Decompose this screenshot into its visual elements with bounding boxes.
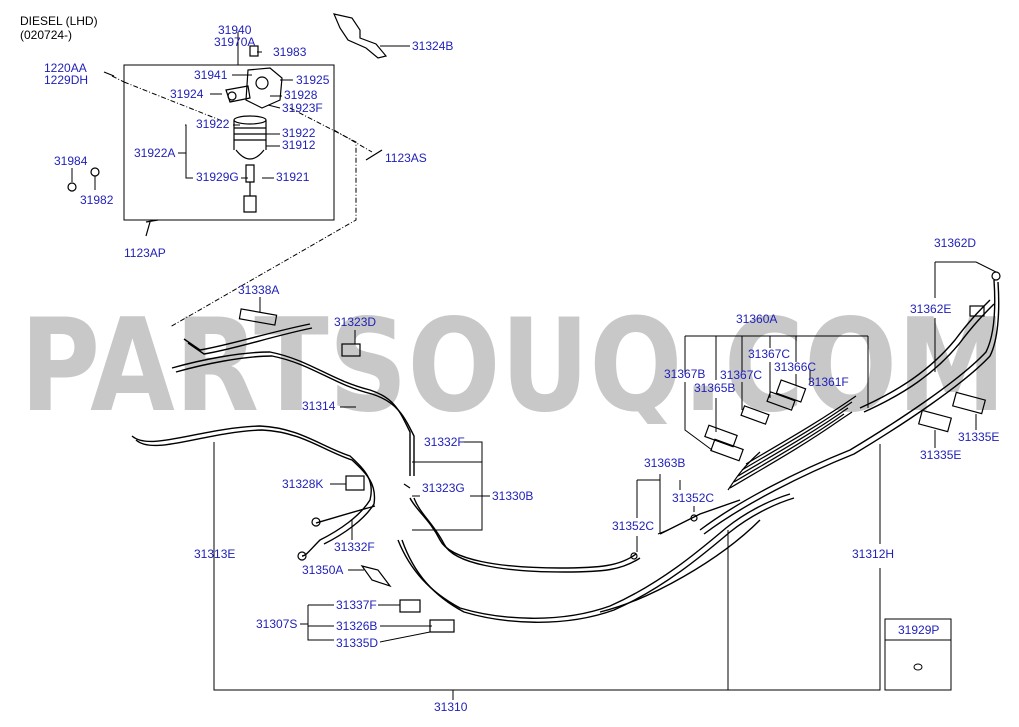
part-label-31332F-upper[interactable]: 31332F [424,435,465,449]
part-label-31982[interactable]: 31982 [80,193,114,207]
diagram-subtitle: (020724-) [20,28,73,42]
part-label-1229DH[interactable]: 1229DH [44,73,89,87]
part-label-31922A[interactable]: 31922A [134,146,176,160]
part-label-31338A[interactable]: 31338A [238,283,280,297]
part-label-31350A[interactable]: 31350A [302,563,344,577]
part-label-31925[interactable]: 31925 [296,73,330,87]
part-label-31324B[interactable]: 31324B [412,39,454,53]
part-label-31367C-upper[interactable]: 31367C [748,347,791,361]
part-label-31940[interactable]: 31940 [218,23,252,37]
part-label-31924[interactable]: 31924 [170,87,204,101]
part-label-1123AS[interactable]: 1123AS [385,151,427,165]
part-label-31361F[interactable]: 31361F [808,375,849,389]
part-label-31922-top[interactable]: 31922 [196,117,230,131]
part-label-31362D[interactable]: 31362D [934,236,977,250]
part-label-31326B[interactable]: 31326B [336,619,378,633]
part-label-31984[interactable]: 31984 [54,154,88,168]
part-label-31941[interactable]: 31941 [194,68,228,82]
diagram-title: DIESEL (LHD) [20,14,98,28]
part-label-31352C-left[interactable]: 31352C [612,519,655,533]
part-label-31312H[interactable]: 31312H [852,547,895,561]
leader-dashed [169,107,357,328]
part-label-31922-right[interactable]: 31922 [282,126,316,140]
part-label-31328K[interactable]: 31328K [282,477,324,491]
part-label-31314[interactable]: 31314 [302,399,336,413]
part-label-31307S[interactable]: 31307S [256,617,298,631]
leader-line [267,104,281,109]
part-label-31335D[interactable]: 31335D [336,636,379,650]
fuel-filter-cartridge-icon [233,115,267,213]
part-label-31923F[interactable]: 31923F [282,101,323,115]
pipe-coil-assembly-icon [238,271,1001,633]
part-label-31330B[interactable]: 31330B [492,489,534,503]
part-label-31323D[interactable]: 31323D [334,315,377,329]
fuel-pipes [131,279,1000,623]
part-label-31363B[interactable]: 31363B [644,456,686,470]
inset-box-31929P [884,618,952,691]
part-label-31928[interactable]: 31928 [284,88,318,102]
part-label-31352C-right[interactable]: 31352C [672,491,715,505]
part-label-31367C-lower[interactable]: 31367C [720,368,763,382]
part-label-31929P[interactable]: 31929P [898,623,940,637]
part-label-31335E-left[interactable]: 31335E [920,448,962,462]
part-label-31332F-lower[interactable]: 31332F [334,540,375,554]
part-label-31323G[interactable]: 31323G [422,481,465,495]
part-label-31367B[interactable]: 31367B [664,367,706,381]
part-label-31365B[interactable]: 31365B [694,381,736,395]
part-label-31337F[interactable]: 31337F [336,598,377,612]
leader-dashed [333,129,373,153]
fuel-filter-group-box [123,64,335,221]
part-label-1220AA[interactable]: 1220AA [44,61,87,75]
leader-dashed [123,81,226,123]
part-label-1123AP[interactable]: 1123AP [124,246,166,260]
part-label-31970A[interactable]: 31970A [214,35,256,49]
part-label-31360A[interactable]: 31360A [736,312,778,326]
part-label-31362E[interactable]: 31362E [910,302,952,316]
bolt-icons [67,71,383,237]
leader-lines [213,261,997,700]
part-label-31921[interactable]: 31921 [276,170,310,184]
bracket-icon [332,13,388,59]
o-ring-icon [913,663,923,671]
part-label-31335E-right[interactable]: 31335E [958,430,1000,444]
part-label-31983[interactable]: 31983 [273,45,307,59]
part-label-31313E[interactable]: 31313E [194,547,236,561]
leader-line [185,124,193,179]
part-label-31912[interactable]: 31912 [282,138,316,152]
leader-dashed [111,75,125,83]
part-label-31929G[interactable]: 31929G [196,170,239,184]
part-label-31366C[interactable]: 31366C [774,360,817,374]
fuel-filter-head-icon [225,45,283,109]
part-label-31310[interactable]: 31310 [434,700,468,714]
